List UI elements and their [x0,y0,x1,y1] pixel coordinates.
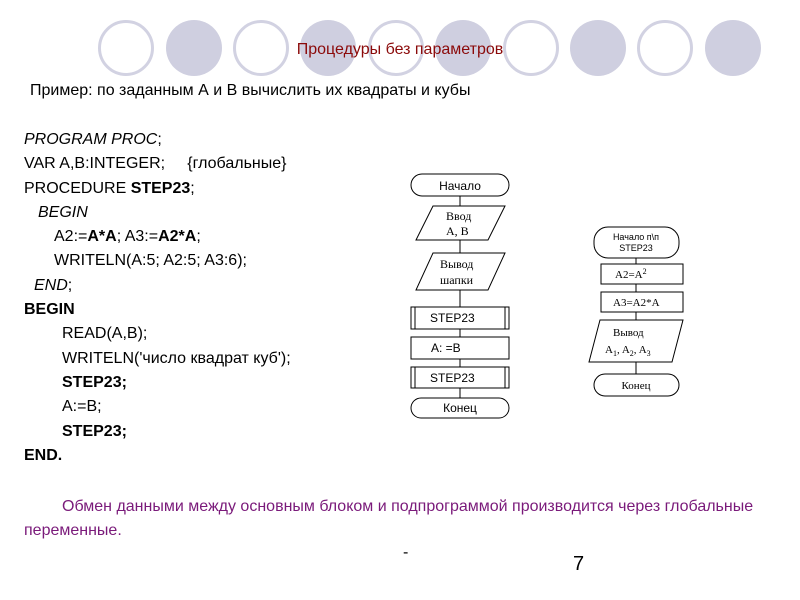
circle-icon [705,20,761,76]
proc-start-line1: Начало п\п [613,232,659,242]
code-token: ; [157,131,162,148]
circle-icon [503,20,559,76]
code-token: END. [24,446,63,464]
proc-end-label: Конец [622,380,651,392]
circle-icon [98,20,154,76]
start-terminator [410,173,510,197]
code-token: BEGIN [38,203,88,221]
code-token: PROCEDURE [24,179,131,197]
code-token: VAR A,B:INTEGER; {глобальные} [24,155,287,173]
circle-icon [300,20,356,76]
proc-output-line2: A1, A2, A3 [605,344,651,358]
code-line: READ(A,B); [24,322,291,346]
code-line: A2:=A*A; A3:=A2*A; [24,225,291,249]
code-token: ; [190,179,195,197]
code-token: END [34,276,68,294]
circle-icon [637,20,693,76]
code-line: PROCEDURE STEP23; [24,177,291,201]
proc-start-terminator [593,226,680,259]
page-number: 7 [573,553,585,575]
code-token: STEP23 [130,179,191,197]
circle-icon [166,20,222,76]
code-line: A:=B; [24,395,291,419]
code-line: STEP23; [24,371,291,395]
code-line: BEGIN [24,298,291,322]
slide-title: Процедуры без параметров [296,41,504,58]
square-label: A2=A2 [615,267,647,281]
assign-block [410,336,510,360]
input-label-line1: Ввод [446,209,471,223]
footer-dash: - [403,544,409,561]
code-token: A2:= [54,228,88,246]
code-token: STEP23; [62,422,127,440]
code-token: ; A3:= [116,228,159,246]
square-block [600,263,684,285]
decorative-circles [0,0,800,80]
exchange-note: Обмен данными между основным блоком и по… [24,495,764,543]
pascal-code-listing: PROGRAM PROC; VAR A,B:INTEGER; {глобальны… [24,128,291,468]
end-terminator [410,397,510,419]
call-label-2: STEP23 [430,371,475,385]
proc-start-line2: STEP23 [619,243,653,253]
start-label: Начало [439,179,481,193]
call-block-1 [410,306,510,330]
code-line: END. [24,444,291,468]
output-label-line2: шапки [440,273,474,287]
circle-icon [368,20,424,76]
code-token: A2*A [158,228,197,246]
code-line: WRITELN(A:5; A2:5; A3:6); [24,249,291,273]
code-line: BEGIN [24,201,291,225]
circle-icon [233,20,289,76]
code-line: STEP23; [24,420,291,444]
code-line: VAR A,B:INTEGER; {глобальные} [24,152,291,176]
cube-label: A3=A2*A [613,297,660,309]
output-label-line1: Вывод [440,257,473,271]
input-parallelogram [415,205,506,241]
exchange-note-text: Обмен данными между основным блоком и по… [24,498,754,539]
code-token: BEGIN [24,301,75,319]
call-block-2 [410,366,510,389]
proc-output-line1: Вывод [613,327,644,339]
slide-subtitle: Пример: по заданным А и В вычислить их к… [30,82,471,99]
call-label-1: STEP23 [430,311,475,325]
cube-block [600,291,684,313]
code-token: A*A [87,228,117,246]
procedure-flowchart: Начало п\п STEP23 A2=A2 A3=A2*A Вывод A1… [588,226,684,397]
code-token: WRITELN(A:5; A2:5; A3:6); [54,252,247,270]
input-label-line2: A, B [446,224,469,238]
code-token: A:=B; [62,398,102,416]
code-token: PROGRAM PROC [24,131,158,148]
assign-label: A: =B [431,341,461,355]
circle-icon [570,20,626,76]
code-token: ; [196,228,201,246]
code-token: STEP23; [62,373,127,391]
code-line: PROGRAM PROC; [24,128,291,152]
circle-icon [435,20,491,76]
proc-output-parallelogram [588,319,684,363]
code-token: ; [67,276,73,294]
code-line: WRITELN('число квадрат куб'); [24,347,291,371]
code-line: END; [24,274,291,298]
code-token: WRITELN('число квадрат куб'); [62,349,291,367]
proc-end-terminator [593,373,680,397]
main-flowchart: Начало Ввод A, B Вывод шапки STEP23 A: =… [410,173,510,419]
code-token: READ(A,B); [62,325,148,343]
end-label: Конец [443,401,477,415]
output-parallelogram [415,252,506,291]
